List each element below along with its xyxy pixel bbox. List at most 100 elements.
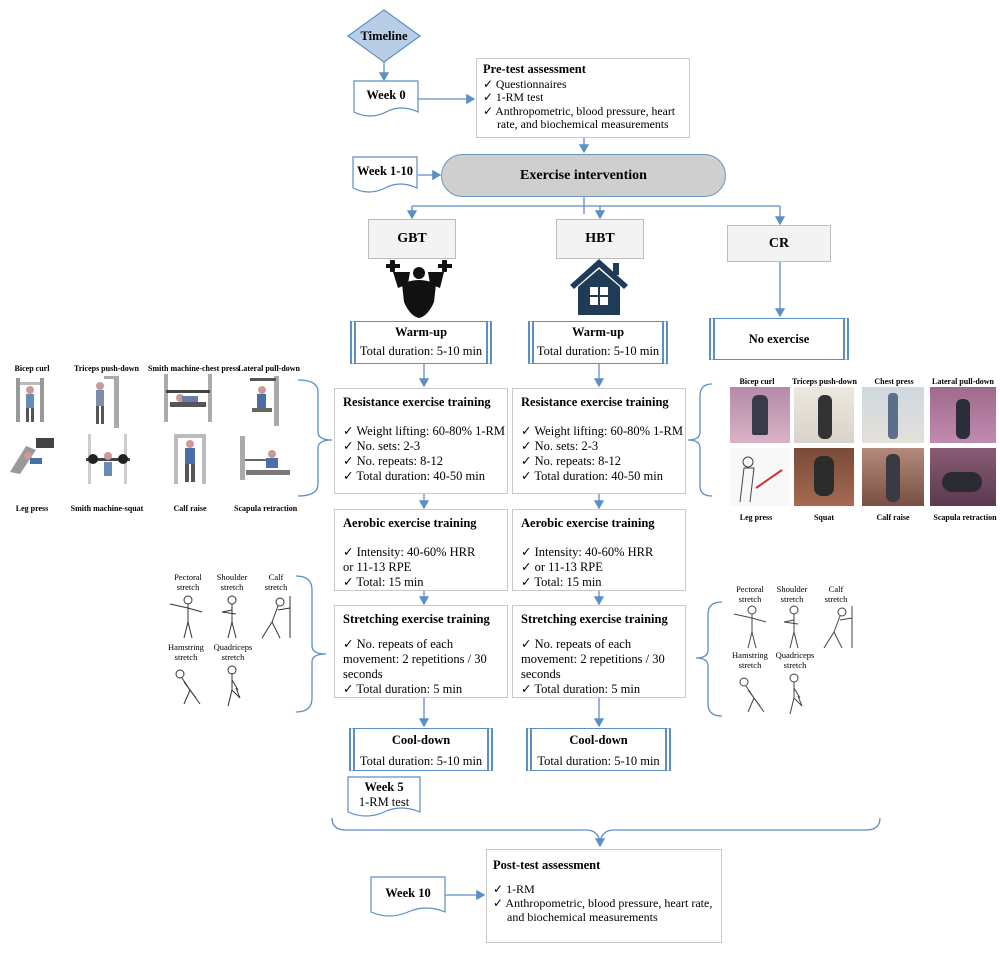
timeline-diamond: Timeline xyxy=(346,8,422,64)
group-gbt: GBT xyxy=(368,219,456,259)
gym-label: Scapula retraction xyxy=(234,504,298,513)
aerobic-total: ✓ Total: 15 min xyxy=(343,575,424,589)
check-icon: ✓ xyxy=(343,682,357,696)
check-icon: ✓ xyxy=(343,545,357,559)
gym-label: Bicep curl xyxy=(14,364,50,373)
hbt-resistance-box: Resistance exercise training ✓ Weight li… xyxy=(512,388,686,494)
posttest-item: ✓ Anthropometric, blood pressure, heart … xyxy=(493,896,713,910)
aerobic-rpe: or 11-13 RPE xyxy=(343,560,412,574)
resistance-item: ✓ No. sets: 2-3 xyxy=(521,439,599,453)
check-icon: ✓ xyxy=(343,637,357,651)
check-icon: ✓ xyxy=(493,896,506,910)
check-icon: ✓ xyxy=(521,575,535,589)
stretch-label: Shoulder stretch xyxy=(216,572,248,592)
check-icon: ✓ xyxy=(521,560,535,574)
gbt-stretching-box: Stretching exercise training ✓ No. repea… xyxy=(334,605,508,698)
hamstring-stretch-figure xyxy=(739,677,765,713)
pretest-box: Pre-test assessment ✓ Questionnaires ✓ 1… xyxy=(476,58,690,138)
home-label: Bicep curl xyxy=(739,377,775,386)
home-label: Scapula retraction xyxy=(933,513,997,522)
house-icon xyxy=(570,259,628,315)
week0-label: Week 0 xyxy=(366,87,406,102)
home-chest-press-photo xyxy=(862,387,924,443)
gym-label: Smith machine-squat xyxy=(70,504,144,513)
resistance-item: ✓ No. repeats: 8-12 xyxy=(343,454,444,468)
stretching-title: Stretching exercise training xyxy=(343,612,490,626)
bicep-curl-figure xyxy=(16,378,44,422)
check-icon: ✓ xyxy=(521,439,535,453)
gym-label: Lateral pull-down xyxy=(238,364,301,373)
resistance-item: ✓ No. repeats: 8-12 xyxy=(521,454,622,468)
exercise-intervention-pill: Exercise intervention xyxy=(441,154,726,197)
timeline-label: Timeline xyxy=(360,28,408,43)
doc-shape xyxy=(353,80,419,117)
check-icon: ✓ xyxy=(521,545,535,559)
resistance-item: ✓ Total duration: 40-50 min xyxy=(343,469,485,483)
chest-press-figure xyxy=(164,374,212,422)
pectoral-stretch-figure xyxy=(169,595,203,639)
home-label: Calf raise xyxy=(876,513,910,522)
stretching-seconds: seconds xyxy=(343,667,383,681)
week5-title: Week 5 xyxy=(364,780,404,794)
aerobic-rpe: ✓ or 11-13 RPE xyxy=(521,560,603,574)
doc-shape xyxy=(352,156,418,193)
bodybuilder-icon xyxy=(386,260,452,318)
stretching-repeats: ✓ No. repeats of each xyxy=(521,637,632,651)
shoulder-stretch-figure xyxy=(783,605,799,649)
cr-no-exercise-box: No exercise xyxy=(709,318,849,360)
check-icon: ✓ xyxy=(343,575,357,589)
check-icon: ✓ xyxy=(343,454,357,468)
home-scapula-retraction-photo xyxy=(930,448,996,506)
week1-10-label: Week 1-10 xyxy=(357,163,413,178)
hbt-stretching-box: Stretching exercise training ✓ No. repea… xyxy=(512,605,686,698)
aerobic-intensity: ✓ Intensity: 40-60% HRR xyxy=(343,545,476,559)
home-label: Lateral pull-down xyxy=(931,377,994,386)
week5-doc: Week 5 1-RM test xyxy=(347,776,421,820)
pretest-item: rate, and biochemical measurements xyxy=(497,117,669,131)
week5-sub: 1-RM test xyxy=(358,795,410,809)
aerobic-title: Aerobic exercise training xyxy=(521,516,655,530)
gym-exercise-panel: Bicep curl Triceps push-down Smith machi… xyxy=(0,360,301,513)
check-icon: ✓ xyxy=(521,637,535,651)
home-squat-photo xyxy=(794,448,854,506)
resistance-title: Resistance exercise training xyxy=(521,395,669,409)
week1-10-doc: Week 1-10 xyxy=(352,156,418,196)
stretch-panel-right: Pectoral stretch Shoulder stretch Calf s… xyxy=(728,584,868,720)
scapula-retraction-figure xyxy=(240,436,290,480)
stretch-label: Shoulder stretch xyxy=(776,584,808,604)
cooldown-duration: Total duration: 5-10 min xyxy=(359,754,483,768)
resistance-item: ✓ No. sets: 2-3 xyxy=(343,439,421,453)
gym-label: Calf raise xyxy=(173,504,207,513)
warmup-title: Warm-up xyxy=(571,325,625,339)
home-label: Chest press xyxy=(874,377,914,386)
check-icon: ✓ xyxy=(343,424,357,438)
lateral-pulldown-figure xyxy=(250,376,279,426)
home-label: Squat xyxy=(813,513,834,522)
check-icon: ✓ xyxy=(521,424,535,438)
quadriceps-stretch-figure xyxy=(227,665,241,707)
no-exercise-label: No exercise xyxy=(748,331,810,346)
pretest-item: ✓ 1-RM test xyxy=(483,90,544,104)
shoulder-stretch-figure xyxy=(221,595,237,639)
gym-label: Leg press xyxy=(15,504,49,513)
posttest-item: ✓ 1-RM xyxy=(493,882,535,896)
cooldown-duration: Total duration: 5-10 min xyxy=(537,754,660,768)
home-calf-raise-photo xyxy=(862,448,924,506)
triceps-pushdown-figure xyxy=(96,376,119,428)
gbt-cooldown-box: Cool-down Total duration: 5-10 min xyxy=(349,728,493,771)
doc-shape xyxy=(347,776,421,817)
gbt-resistance-box: Resistance exercise training ✓ Weight li… xyxy=(334,388,508,494)
check-icon: ✓ xyxy=(493,882,507,896)
quadriceps-stretch-figure xyxy=(789,673,803,715)
pretest-item: ✓ Questionnaires xyxy=(483,76,567,91)
check-icon: ✓ xyxy=(483,90,496,104)
leg-press-sketch xyxy=(739,456,783,503)
stretching-movement: movement: 2 repetitions / 30 xyxy=(521,652,665,666)
check-icon: ✓ xyxy=(521,682,535,696)
leg-press-figure xyxy=(10,438,54,474)
posttest-item: and biochemical measurements xyxy=(507,910,658,924)
stretch-label: Calf stretch xyxy=(824,584,848,604)
posttest-box: Post-test assessment ✓ 1-RM ✓ Anthropome… xyxy=(486,849,722,943)
smith-squat-figure xyxy=(86,434,130,484)
stretching-repeats: ✓ No. repeats of each xyxy=(343,637,454,651)
